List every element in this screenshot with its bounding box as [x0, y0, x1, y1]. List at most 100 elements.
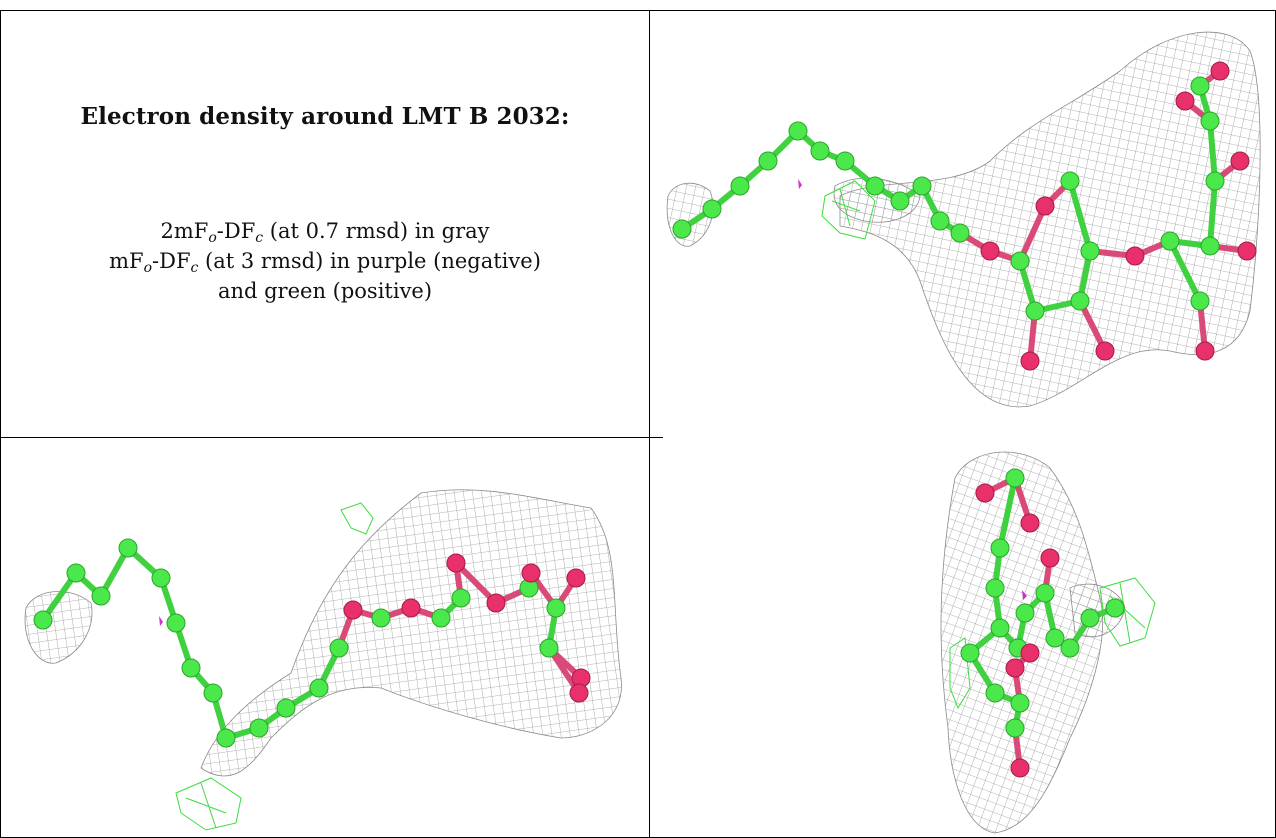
- oxygen-atom: [1210, 61, 1230, 81]
- oxygen-atom: [1035, 196, 1055, 216]
- oxygen-atom: [1040, 548, 1060, 568]
- carbon-atom: [672, 219, 692, 239]
- carbon-atom: [1070, 291, 1090, 311]
- density-panel-bottom-left: [1, 438, 649, 837]
- carbon-atom: [1080, 241, 1100, 261]
- purple-negative-density: [159, 616, 163, 626]
- carbon-atom: [166, 613, 186, 633]
- purple-negative-density: [798, 179, 802, 189]
- oxygen-atom: [401, 598, 421, 618]
- oxygen-atom: [1005, 658, 1025, 678]
- ligand-ball-and-stick: [672, 61, 1257, 371]
- caption-title: Electron density around LMT B 2032:: [80, 103, 570, 130]
- oxygen-atom: [1125, 246, 1145, 266]
- green-positive-density-small: [340, 502, 374, 535]
- carbon-atom: [1105, 598, 1125, 618]
- density-render-2: [24, 489, 622, 831]
- carbon-atom: [1025, 301, 1045, 321]
- carbon-atom: [1010, 251, 1030, 271]
- table-middle-border: [649, 10, 650, 837]
- carbon-atom: [1035, 583, 1055, 603]
- carbon-atom: [66, 563, 86, 583]
- carbon-atom: [950, 223, 970, 243]
- carbon-atom: [1160, 231, 1180, 251]
- bond: [40, 570, 79, 623]
- carbon-atom: [329, 638, 349, 658]
- carbon-atom: [1005, 718, 1025, 738]
- oxygen-atom: [343, 600, 363, 620]
- carbon-atom: [890, 191, 910, 211]
- carbon-atom: [371, 608, 391, 628]
- oxygen-atom: [1020, 513, 1040, 533]
- ligand-ball-and-stick: [33, 538, 591, 748]
- carbon-atom: [91, 586, 111, 606]
- carbon-atom: [1190, 291, 1210, 311]
- green-positive-density: [175, 777, 242, 831]
- density-render-1: [666, 31, 1261, 408]
- oxygen-atom: [521, 563, 541, 583]
- oxygen-atom: [569, 683, 589, 703]
- bond: [1067, 178, 1093, 254]
- bond: [1207, 118, 1218, 184]
- bond: [1167, 238, 1203, 304]
- carbon-atom: [151, 568, 171, 588]
- carbon-atom: [203, 683, 223, 703]
- carbon-atom: [118, 538, 138, 558]
- carbon-atom: [1205, 171, 1225, 191]
- gray-density-mesh-tail: [24, 591, 93, 664]
- bond: [997, 475, 1018, 551]
- carbon-atom: [546, 598, 566, 618]
- carbon-atom: [960, 643, 980, 663]
- bond: [1017, 203, 1048, 264]
- carbon-atom: [930, 211, 950, 231]
- carbon-atom: [912, 176, 932, 196]
- table-top-border: [0, 10, 1276, 11]
- oxygen-atom: [446, 553, 466, 573]
- oxygen-atom: [1175, 91, 1195, 111]
- carbon-atom: [276, 698, 296, 718]
- green-positive-density-left: [949, 637, 971, 710]
- carbon-atom: [865, 176, 885, 196]
- carbon-atom: [985, 578, 1005, 598]
- caption-cell: Electron density around LMT B 2032: 2mFo…: [1, 11, 649, 437]
- carbon-atom: [1015, 603, 1035, 623]
- oxygen-atom: [1020, 351, 1040, 371]
- bond: [1207, 178, 1218, 249]
- carbon-atom: [788, 121, 808, 141]
- carbon-atom: [1060, 638, 1080, 658]
- oxygen-atom: [1237, 241, 1257, 261]
- carbon-atom: [451, 588, 471, 608]
- oxygen-atom: [1020, 643, 1040, 663]
- caption-line-positive: and green (positive): [217, 279, 433, 303]
- carbon-atom: [309, 678, 329, 698]
- carbon-atom: [1060, 171, 1080, 191]
- oxygen-atom: [1095, 341, 1115, 361]
- oxygen-atom: [566, 568, 586, 588]
- carbon-atom: [539, 638, 559, 658]
- oxygen-atom: [980, 241, 1000, 261]
- table-row-divider: [0, 437, 663, 438]
- carbon-atom: [216, 728, 236, 748]
- carbon-atom: [1005, 468, 1025, 488]
- carbon-atom: [431, 608, 451, 628]
- green-positive-density: [821, 180, 876, 240]
- carbon-atom: [990, 538, 1010, 558]
- carbon-atom: [249, 718, 269, 738]
- oxygen-atom: [486, 593, 506, 613]
- carbon-atom: [758, 151, 778, 171]
- gray-density-mesh: [200, 489, 622, 777]
- carbon-atom: [835, 151, 855, 171]
- caption-line-gray: 2mFo-DFc (at 0.7 rmsd) in gray: [160, 219, 490, 246]
- carbon-atom: [1190, 76, 1210, 96]
- caption-line-difference: mFo-DFc (at 3 rmsd) in purple (negative): [109, 249, 541, 276]
- carbon-atom: [1200, 236, 1220, 256]
- carbon-atom: [1045, 628, 1065, 648]
- carbon-atom: [730, 176, 750, 196]
- carbon-atom: [1080, 608, 1100, 628]
- carbon-atom: [990, 618, 1010, 638]
- density-panel-top-right: [650, 11, 1275, 437]
- carbon-atom: [181, 658, 201, 678]
- oxygen-atom: [1230, 151, 1250, 171]
- density-render-3: [940, 451, 1156, 834]
- carbon-atom: [702, 199, 722, 219]
